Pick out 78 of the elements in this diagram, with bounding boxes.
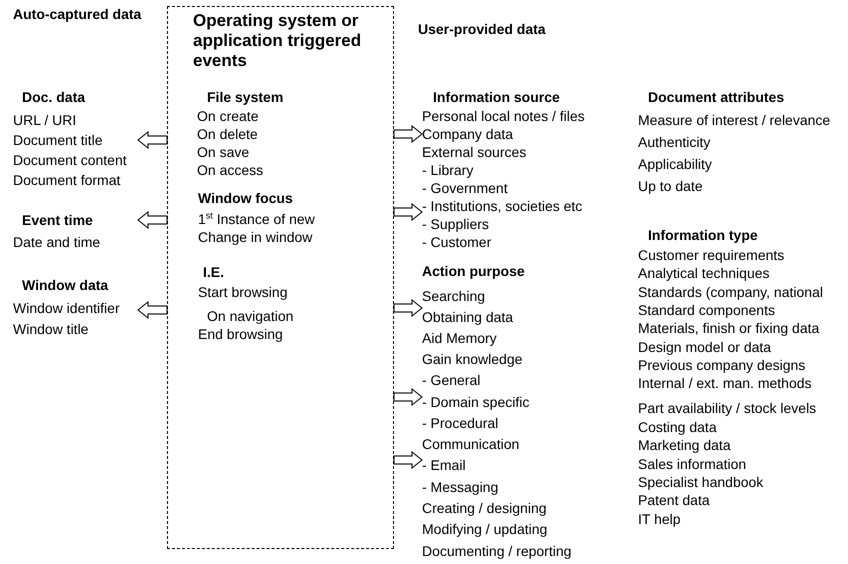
category-heading: Information source: [433, 89, 560, 106]
list-item: Patent data: [638, 492, 710, 509]
list-item: - Email: [422, 457, 466, 474]
list-item: URL / URI: [13, 112, 76, 129]
list-item: Sales information: [638, 456, 746, 473]
list-item: Document content: [13, 152, 127, 169]
list-item: End browsing: [198, 326, 283, 343]
list-item: - Messaging: [422, 479, 498, 496]
list-item: Date and time: [13, 234, 100, 251]
list-item: External sources: [422, 144, 526, 161]
list-item: Creating / designing: [422, 500, 547, 517]
group-heading: Operating system or application triggered events: [193, 11, 362, 71]
dashed-group-frame: [167, 6, 394, 549]
list-item: - Suppliers: [422, 216, 489, 233]
list-item: Start browsing: [198, 284, 288, 301]
category-heading: File system: [207, 89, 284, 106]
category-heading: Doc. data: [22, 89, 86, 106]
category-heading: Window data: [22, 277, 108, 294]
list-item: Analytical techniques: [638, 265, 770, 282]
list-item: On navigation: [207, 308, 294, 325]
list-item: Up to date: [638, 178, 703, 195]
block-arrow: [394, 450, 423, 470]
list-item: Specialist handbook: [638, 474, 764, 491]
block-arrow: [394, 298, 423, 318]
list-item: Searching: [422, 288, 486, 305]
list-item: Measure of interest / relevance: [638, 112, 830, 129]
list-item: Standard components: [638, 302, 775, 319]
list-item: - Domain specific: [422, 394, 530, 411]
list-item: Window identifier: [13, 300, 120, 317]
block-arrow: [394, 202, 423, 222]
list-item: - Institutions, societies etc: [422, 198, 582, 215]
category-heading: Event time: [22, 212, 93, 229]
block-arrow: [394, 388, 423, 406]
list-item: Personal local notes / files: [422, 108, 585, 125]
block-arrow: [394, 124, 423, 144]
category-heading: Window focus: [198, 190, 293, 207]
list-item: Previous company designs: [638, 357, 806, 374]
list-item: Internal / ext. man. methods: [638, 375, 812, 392]
list-item: - General: [422, 372, 480, 389]
list-item: Standards (company, national: [638, 284, 823, 301]
block-arrow: [137, 300, 168, 320]
column-heading: User-provided data: [418, 21, 547, 38]
list-item: Company data: [422, 126, 514, 143]
list-item: Gain knowledge: [422, 351, 522, 368]
category-heading: Information type: [648, 227, 758, 244]
list-item: On delete: [197, 126, 258, 143]
list-item: Window title: [13, 321, 88, 338]
list-item: Modifying / updating: [422, 521, 548, 538]
list-item: 1$^{st}$ Instance of new: [198, 211, 315, 228]
list-item: Materials, finish or fixing data: [638, 320, 820, 337]
category-heading: I.E.: [203, 264, 224, 281]
list-item: Communication: [422, 436, 520, 453]
list-item: Design model or data: [638, 339, 772, 356]
list-item: - Library: [422, 162, 474, 179]
list-item: IT help: [638, 511, 681, 528]
list-item: Part availability / stock levels: [638, 400, 816, 417]
list-item: Marketing data: [638, 437, 731, 454]
list-item: - Customer: [422, 234, 492, 251]
category-heading: Document attributes: [648, 89, 784, 106]
category-heading: Action purpose: [422, 263, 525, 280]
list-item: Applicability: [638, 156, 712, 173]
list-item: Document format: [13, 172, 120, 189]
list-item: - Government: [422, 180, 508, 197]
list-item: On create: [197, 108, 258, 125]
list-item: On access: [197, 162, 264, 179]
list-item: Aid Memory: [422, 330, 497, 347]
list-item: - Procedural: [422, 415, 498, 432]
list-item: Document title: [13, 132, 102, 149]
column-heading: Auto-captured data: [13, 6, 142, 23]
list-item: Costing data: [638, 419, 717, 436]
block-arrow: [137, 130, 168, 150]
list-item: Customer requirements: [638, 247, 784, 264]
block-arrow: [137, 210, 168, 230]
list-item: Authenticity: [638, 134, 710, 151]
list-item: Obtaining data: [422, 309, 514, 326]
list-item: Documenting / reporting: [422, 543, 572, 560]
list-item: On save: [197, 144, 250, 161]
list-item: Change in window: [198, 229, 312, 246]
